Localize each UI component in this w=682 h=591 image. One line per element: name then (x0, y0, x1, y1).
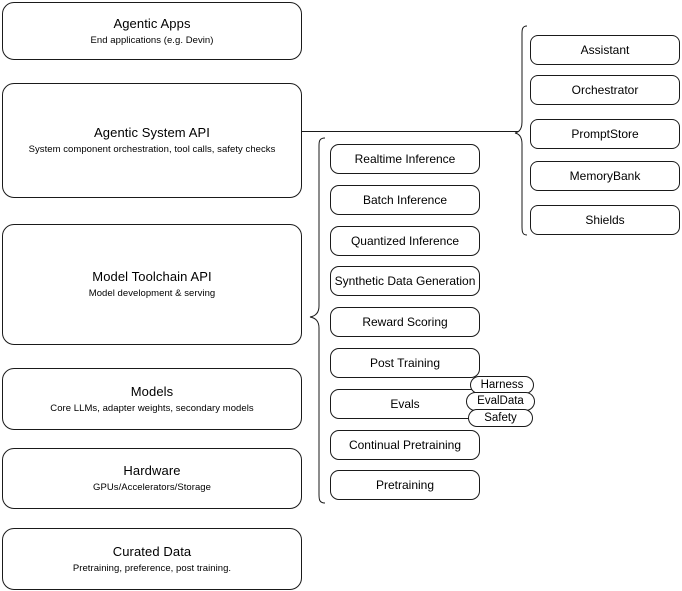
connector-system-api-to-components (302, 131, 518, 132)
capability-post-training[interactable]: Post Training (330, 348, 480, 378)
layer-curated-data[interactable]: Curated Data Pretraining, preference, po… (2, 528, 302, 590)
layer-title: Models (130, 383, 174, 399)
capability-evals[interactable]: Evals (330, 389, 480, 419)
layer-hardware[interactable]: Hardware GPUs/Accelerators/Storage (2, 448, 302, 509)
capability-realtime-inference[interactable]: Realtime Inference (330, 144, 480, 174)
capability-pretraining[interactable]: Pretraining (330, 470, 480, 500)
layer-title: Model Toolchain API (92, 269, 212, 284)
capability-label: Post Training (369, 356, 441, 370)
component-memorybank[interactable]: MemoryBank (530, 161, 680, 191)
brace-system-components (514, 25, 528, 236)
layer-subtitle: System component orchestration, tool cal… (28, 144, 276, 155)
layer-agentic-apps[interactable]: Agentic Apps End applications (e.g. Devi… (2, 2, 302, 60)
capability-label: Continual Pretraining (348, 438, 462, 452)
badge-label: Safety (484, 411, 517, 424)
capability-label: Quantized Inference (350, 234, 460, 248)
brace-toolchain-capabilities (309, 137, 326, 504)
capability-reward-scoring[interactable]: Reward Scoring (330, 307, 480, 337)
layer-subtitle: End applications (e.g. Devin) (90, 34, 214, 46)
capability-label: Evals (390, 397, 420, 411)
component-label: MemoryBank (569, 169, 641, 183)
layer-title: Agentic System API (94, 125, 210, 140)
component-assistant[interactable]: Assistant (530, 35, 680, 65)
layer-title: Hardware (123, 463, 181, 478)
component-promptstore[interactable]: PromptStore (530, 119, 680, 149)
layer-title: Curated Data (112, 543, 192, 559)
layer-agentic-system-api[interactable]: Agentic System API System component orch… (2, 83, 302, 198)
component-label: Assistant (580, 43, 630, 57)
layer-subtitle: Core LLMs, adapter weights, secondary mo… (50, 402, 254, 414)
component-label: Orchestrator (571, 83, 639, 97)
badge-harness[interactable]: Harness (470, 376, 534, 394)
component-label: PromptStore (571, 127, 639, 141)
badge-label: Harness (480, 378, 524, 391)
capability-quantized-inference[interactable]: Quantized Inference (330, 226, 480, 256)
capability-batch-inference[interactable]: Batch Inference (330, 185, 480, 215)
layer-model-toolchain-api[interactable]: Model Toolchain API Model development & … (2, 224, 302, 345)
capability-label: Synthetic Data Generation (334, 274, 476, 288)
layer-subtitle: Pretraining, preference, post training. (72, 562, 232, 574)
component-orchestrator[interactable]: Orchestrator (530, 75, 680, 105)
capability-label: Batch Inference (362, 193, 448, 207)
layer-title: Agentic Apps (113, 15, 191, 31)
badge-label: EvalData (477, 395, 524, 407)
capability-label: Pretraining (375, 478, 435, 492)
capability-synthetic-data-generation[interactable]: Synthetic Data Generation (330, 266, 480, 296)
badge-safety[interactable]: Safety (468, 409, 533, 427)
badge-evaldata[interactable]: EvalData (466, 392, 535, 411)
layer-subtitle: GPUs/Accelerators/Storage (93, 482, 211, 493)
component-shields[interactable]: Shields (530, 205, 680, 235)
capability-label: Realtime Inference (354, 152, 456, 166)
component-label: Shields (585, 213, 625, 227)
capability-label: Reward Scoring (362, 315, 448, 329)
capability-continual-pretraining[interactable]: Continual Pretraining (330, 430, 480, 460)
layer-subtitle: Model development & serving (88, 288, 216, 299)
layer-models[interactable]: Models Core LLMs, adapter weights, secon… (2, 368, 302, 430)
